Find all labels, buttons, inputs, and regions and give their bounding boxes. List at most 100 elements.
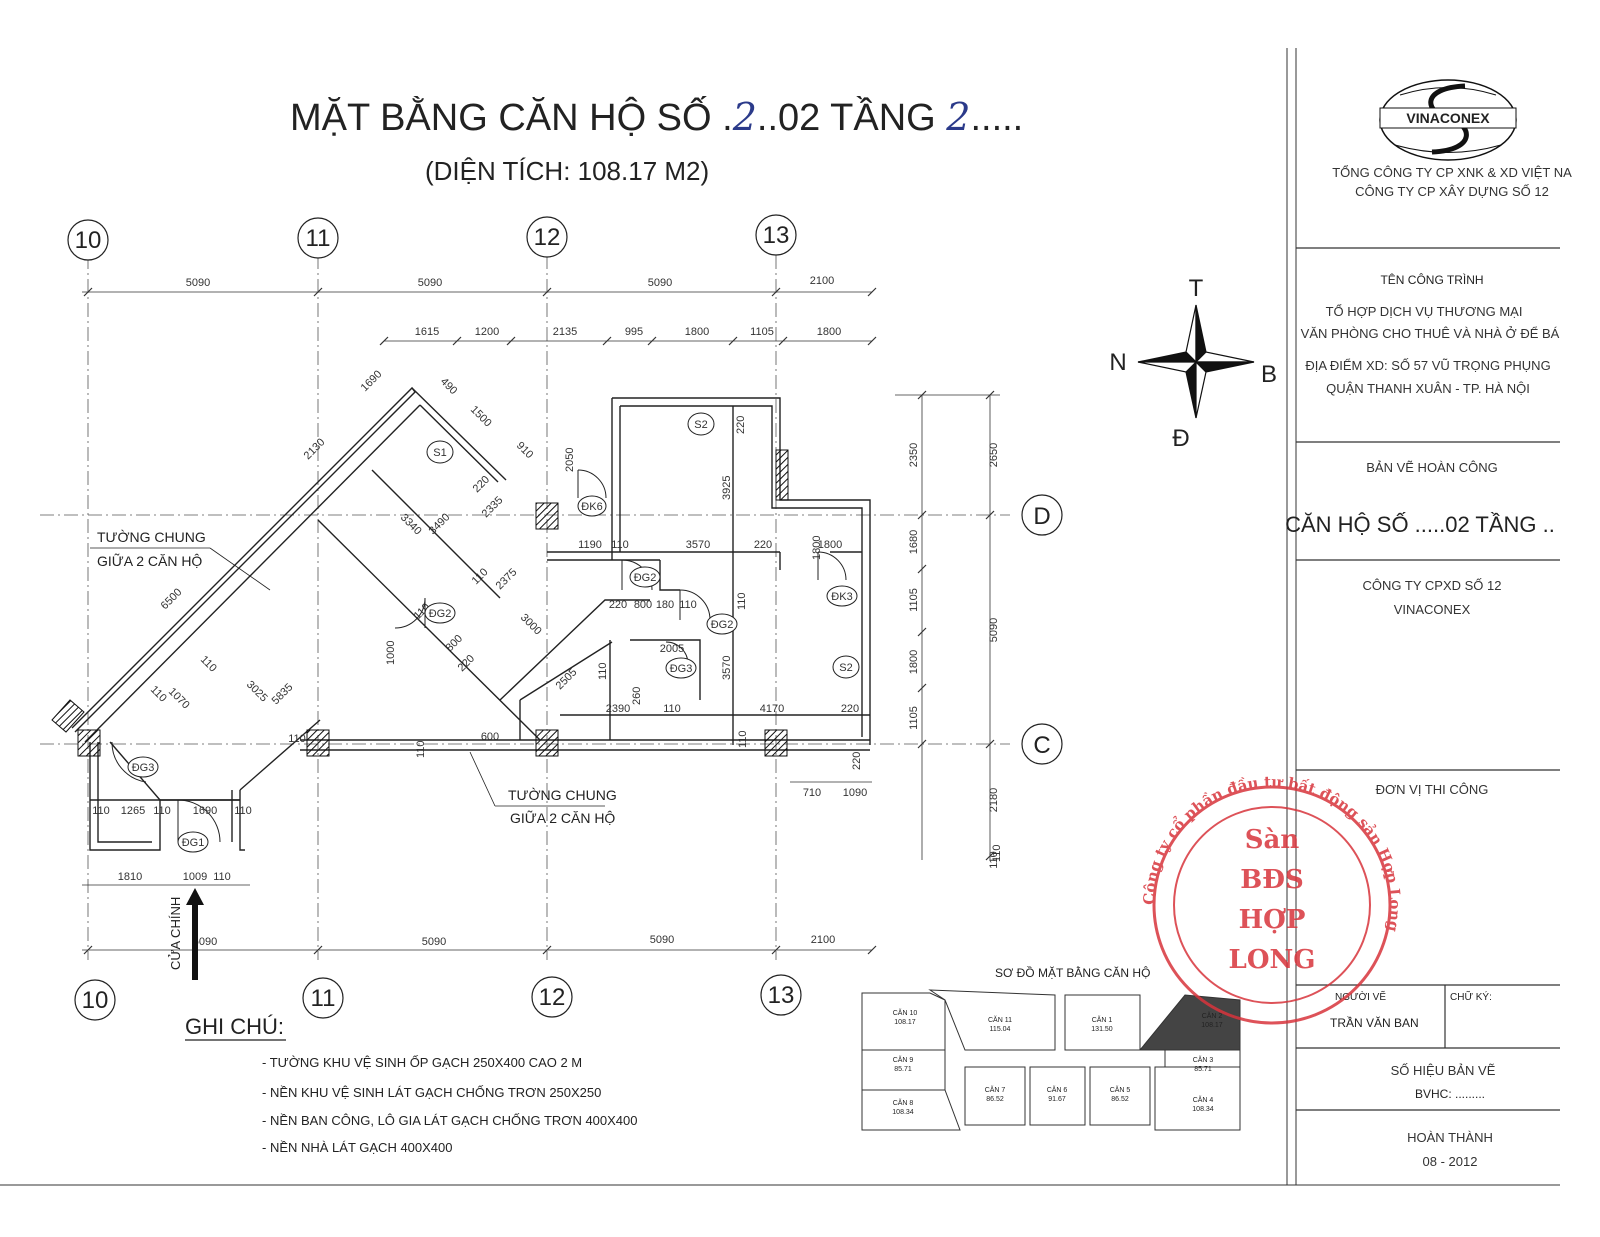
svg-text:110: 110 bbox=[737, 730, 749, 748]
svg-text:2005: 2005 bbox=[660, 643, 684, 655]
dimension-ticks bbox=[83, 287, 995, 955]
plan-title: MẶT BẰNG CĂN HỘ SỐ .2..02 TẦNG 2..... bbox=[290, 94, 1023, 139]
svg-text:1800: 1800 bbox=[685, 326, 709, 338]
room-tag-s2: S2 bbox=[694, 419, 707, 431]
svg-text:TRẦN VĂN BAN: TRẦN VĂN BAN bbox=[1330, 1015, 1419, 1030]
svg-text:2505: 2505 bbox=[554, 666, 580, 692]
room-tag-dg3: ĐG3 bbox=[670, 663, 693, 675]
door-swings bbox=[111, 469, 847, 843]
grid-label-13-bottom: 13 bbox=[768, 982, 795, 1009]
svg-text:CĂN 6: CĂN 6 bbox=[1047, 1085, 1068, 1094]
svg-text:86.52: 86.52 bbox=[986, 1096, 1004, 1103]
svg-text:CĂN 5: CĂN 5 bbox=[1110, 1085, 1131, 1094]
svg-text:5090: 5090 bbox=[422, 936, 446, 948]
room-tag-dg2: ĐG2 bbox=[711, 619, 734, 631]
grid-bubbles-bottom: 10 11 12 13 bbox=[74, 974, 802, 1021]
plan-area: (DIỆN TÍCH: 108.17 M2) bbox=[425, 156, 709, 186]
grid-label-10-top: 10 bbox=[75, 227, 102, 254]
room-tag-dg1: ĐG1 bbox=[182, 837, 205, 849]
svg-text:2100: 2100 bbox=[810, 275, 834, 287]
svg-text:CĂN 11: CĂN 11 bbox=[988, 1015, 1012, 1024]
room-tag-dg2: ĐG2 bbox=[429, 608, 452, 620]
svg-text:Sàn: Sàn bbox=[1245, 825, 1300, 855]
svg-text:110: 110 bbox=[991, 844, 1003, 862]
svg-text:220: 220 bbox=[851, 752, 863, 770]
room-tag-dk3: ĐK3 bbox=[831, 591, 852, 603]
svg-text:220: 220 bbox=[841, 703, 859, 715]
svg-text:1680: 1680 bbox=[908, 530, 920, 554]
svg-text:1690: 1690 bbox=[359, 368, 385, 394]
svg-text:CĂN 1: CĂN 1 bbox=[1092, 1015, 1113, 1024]
svg-text:1810: 1810 bbox=[118, 871, 142, 883]
svg-text:91.67: 91.67 bbox=[1048, 1096, 1066, 1103]
svg-text:1690: 1690 bbox=[193, 805, 217, 817]
svg-text:1105: 1105 bbox=[750, 326, 774, 338]
svg-text:SỐ HIỆU BẢN VẼ: SỐ HIỆU BẢN VẼ bbox=[1391, 1063, 1496, 1078]
svg-text:VINACONEX: VINACONEX bbox=[1394, 602, 1471, 617]
svg-text:QUẬN THANH XUÂN - TP. HÀ NỘI: QUẬN THANH XUÂN - TP. HÀ NỘI bbox=[1326, 381, 1530, 396]
legend-item: - NỀN NHÀ LÁT GẠCH 400X400 bbox=[262, 1140, 453, 1155]
svg-text:85.71: 85.71 bbox=[1194, 1066, 1212, 1073]
svg-text:08 - 2012: 08 - 2012 bbox=[1423, 1154, 1478, 1169]
svg-text:2100: 2100 bbox=[811, 934, 835, 946]
legend-item: - TƯỜNG KHU VỆ SINH ỐP GẠCH 250X400 CAO … bbox=[262, 1055, 582, 1070]
grid-label-10-bottom: 10 bbox=[82, 987, 109, 1014]
svg-text:HỢP: HỢP bbox=[1239, 905, 1306, 935]
main-door-arrow-icon bbox=[186, 888, 204, 980]
apartment-walls bbox=[71, 386, 871, 851]
grid-label-12-top: 12 bbox=[534, 224, 561, 251]
svg-text:108.17: 108.17 bbox=[1201, 1022, 1223, 1029]
svg-text:108.17: 108.17 bbox=[894, 1019, 916, 1026]
svg-text:TƯỜNG CHUNG: TƯỜNG CHUNG bbox=[97, 529, 206, 545]
svg-text:110: 110 bbox=[470, 566, 491, 587]
dimension-lines bbox=[82, 291, 1000, 951]
room-tag-dg2: ĐG2 bbox=[634, 572, 657, 584]
svg-text:TƯỜNG CHUNG: TƯỜNG CHUNG bbox=[508, 787, 617, 803]
svg-text:CÔNG TY CPXD SỐ 12: CÔNG TY CPXD SỐ 12 bbox=[1363, 578, 1502, 593]
svg-text:1500: 1500 bbox=[468, 404, 494, 430]
svg-text:1090: 1090 bbox=[843, 787, 867, 799]
room-tag-dg3: ĐG3 bbox=[132, 762, 155, 774]
svg-text:1800: 1800 bbox=[908, 650, 920, 674]
legend-item: - NỀN BAN CÔNG, LÔ GIA LÁT GẠCH CHỐNG TR… bbox=[262, 1113, 638, 1128]
svg-text:HOÀN THÀNH: HOÀN THÀNH bbox=[1407, 1130, 1493, 1145]
grid-label-D: D bbox=[1033, 503, 1050, 530]
logo-text: VINACONEX bbox=[1406, 110, 1490, 126]
svg-text:1200: 1200 bbox=[475, 326, 499, 338]
svg-text:220: 220 bbox=[456, 653, 477, 674]
compass-east-label: B bbox=[1261, 361, 1277, 388]
svg-text:110: 110 bbox=[663, 703, 681, 715]
svg-text:NGƯỜI VẼ: NGƯỜI VẼ bbox=[1335, 990, 1386, 1003]
svg-text:260: 260 bbox=[631, 687, 643, 705]
svg-text:2350: 2350 bbox=[908, 443, 920, 467]
dimension-bottom: 5090 5090 5090 2100 1810 1009 110 bbox=[118, 871, 835, 948]
svg-text:2050: 2050 bbox=[564, 448, 576, 472]
svg-text:6500: 6500 bbox=[159, 586, 185, 612]
svg-text:2390: 2390 bbox=[606, 703, 630, 715]
plan-notes: TƯỜNG CHUNG GIỮA 2 CĂN HỘ TƯỜNG CHUNG GI… bbox=[90, 529, 617, 980]
svg-text:BĐS: BĐS bbox=[1240, 865, 1303, 895]
room-tags: S1 S2 S2 ĐK6 ĐG2 ĐG2 ĐG2 ĐK3 ĐG3 ĐG3 ĐG1 bbox=[127, 412, 860, 853]
svg-text:GIỮA 2 CĂN HỘ: GIỮA 2 CĂN HỘ bbox=[97, 553, 202, 569]
drawing-name: CĂN HỘ SỐ .....02 TẦNG .. bbox=[1285, 511, 1555, 537]
svg-text:110: 110 bbox=[679, 599, 697, 611]
compass: T N B Đ bbox=[1109, 275, 1277, 452]
svg-text:TỔ HỢP DỊCH VỤ THƯƠNG MẠI: TỔ HỢP DỊCH VỤ THƯƠNG MẠI bbox=[1326, 304, 1523, 319]
svg-text:GIỮA 2 CĂN HỘ: GIỮA 2 CĂN HỘ bbox=[510, 810, 615, 826]
svg-text:CĂN 7: CĂN 7 bbox=[985, 1085, 1006, 1094]
svg-text:220: 220 bbox=[609, 599, 627, 611]
svg-text:CĂN 3: CĂN 3 bbox=[1193, 1055, 1214, 1064]
svg-text:110: 110 bbox=[611, 539, 629, 551]
svg-text:910: 910 bbox=[514, 440, 535, 461]
svg-text:110: 110 bbox=[597, 662, 609, 680]
svg-text:1105: 1105 bbox=[908, 588, 920, 612]
svg-text:1070: 1070 bbox=[166, 686, 192, 712]
svg-text:CĂN 2: CĂN 2 bbox=[1202, 1011, 1223, 1020]
svg-text:3025: 3025 bbox=[244, 679, 270, 705]
compass-west-label: N bbox=[1109, 349, 1126, 376]
svg-text:ĐƠN VỊ THI CÔNG: ĐƠN VỊ THI CÔNG bbox=[1376, 782, 1489, 797]
svg-text:110: 110 bbox=[213, 871, 231, 883]
svg-text:2375: 2375 bbox=[494, 566, 520, 592]
svg-text:110: 110 bbox=[288, 733, 306, 745]
